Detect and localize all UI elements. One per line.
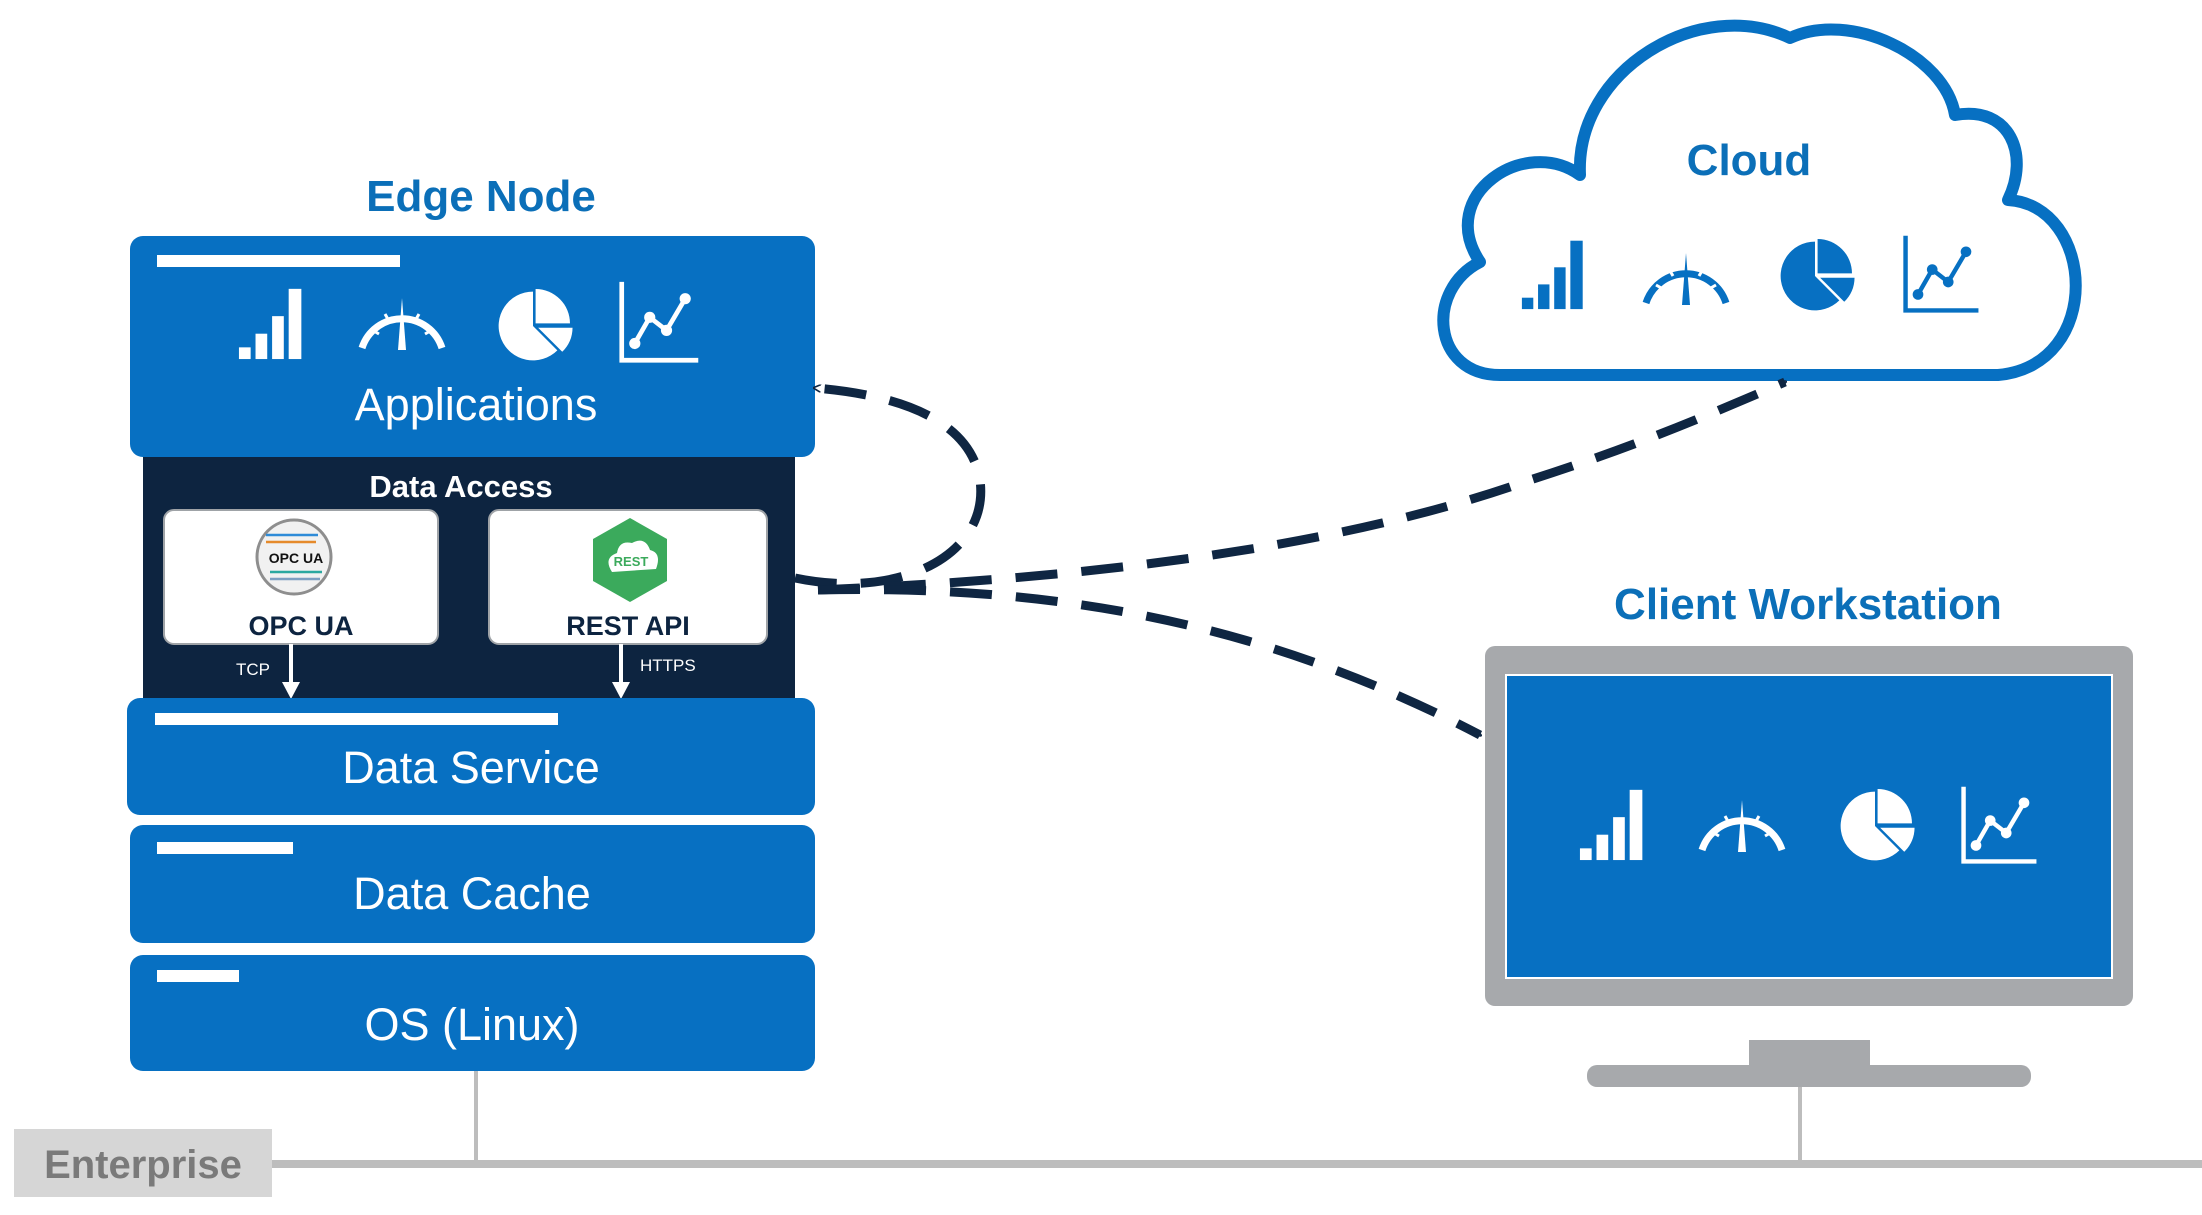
data-cache-label: Data Cache	[353, 868, 591, 919]
data-cache-layer[interactable]: Data Cache	[130, 825, 815, 943]
client-workstation-title: Client Workstation	[1614, 580, 2002, 629]
enterprise-network: Enterprise	[14, 1070, 2202, 1197]
os-label: OS (Linux)	[364, 999, 579, 1050]
os-tab-line	[157, 970, 239, 982]
monitor-base	[1587, 1065, 2031, 1087]
cloud-title: Cloud	[1687, 136, 1812, 185]
edge-node: Edge Node Data Access OPC UA OPC UA RE	[127, 172, 815, 1071]
data-service-box	[127, 698, 815, 815]
cloud[interactable]: Cloud	[1437, 19, 2082, 381]
applications-tab-line	[157, 255, 400, 267]
arrow-to-workstation	[817, 585, 1480, 739]
client-workstation[interactable]: Client Workstation	[1485, 580, 2133, 1087]
data-access-label: Data Access	[369, 469, 552, 504]
os-layer[interactable]: OS (Linux)	[130, 955, 815, 1071]
enterprise-label-box	[14, 1129, 272, 1197]
rest-logo-text: REST	[614, 554, 649, 569]
tcp-connector: TCP	[236, 644, 300, 699]
arrow-to-applications	[794, 383, 986, 589]
data-service-label: Data Service	[342, 742, 600, 793]
opc-ua-label: OPC UA	[248, 611, 353, 641]
https-connector: HTTPS	[612, 644, 696, 699]
data-service-layer[interactable]: Data Service	[127, 698, 815, 815]
data-cache-tab-line	[157, 842, 293, 854]
data-service-tab-line	[155, 713, 558, 725]
opc-ua-logo-icon: OPC UA	[255, 518, 333, 596]
enterprise-label: Enterprise	[44, 1143, 242, 1187]
rest-logo-icon: REST	[593, 518, 667, 602]
rest-api-module[interactable]: REST REST API	[488, 509, 768, 645]
applications-label: Applications	[355, 379, 598, 430]
data-cache-box	[130, 825, 815, 943]
opc-ua-logo-text: OPC UA	[269, 550, 323, 566]
applications-layer[interactable]: Applications	[130, 236, 815, 457]
opc-ua-module[interactable]: OPC UA OPC UA	[163, 509, 439, 645]
edge-node-title: Edge Node	[366, 172, 596, 221]
rest-api-label: REST API	[566, 611, 690, 641]
cloud-shape	[1437, 19, 2082, 381]
arrow-to-cloud	[817, 377, 1785, 595]
https-label: HTTPS	[640, 656, 696, 675]
monitor-screen	[1505, 674, 2113, 979]
tcp-label: TCP	[236, 660, 270, 679]
data-flow-arrows	[794, 377, 1785, 739]
os-box	[130, 955, 815, 1071]
